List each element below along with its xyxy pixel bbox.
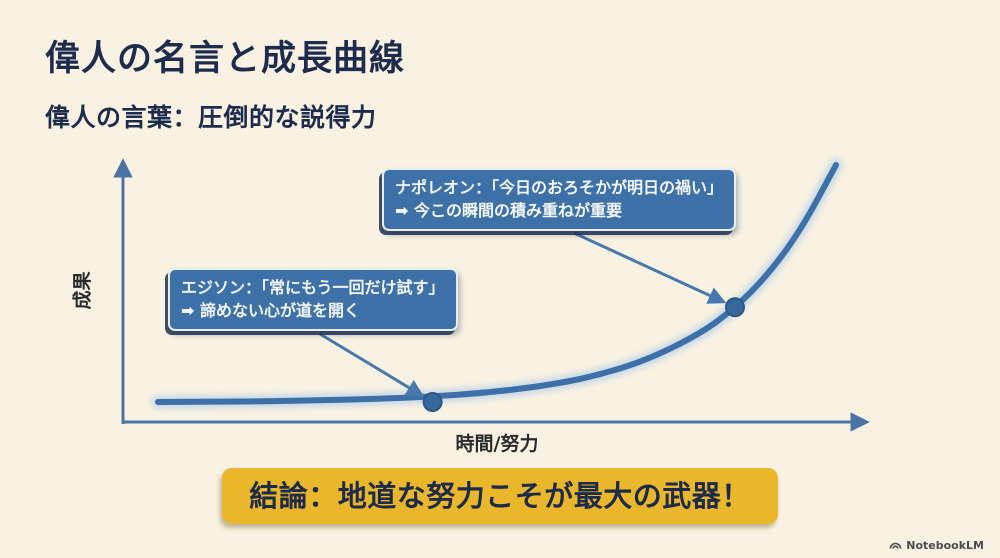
callout-napoleon: ナポレオン：「今日のおろそかが明日の禍い」 ➡ 今この瞬間の積み重ねが重要 [382,168,737,232]
slide-title: 偉人の名言と成長曲線 [45,39,406,79]
callout-edison: エジソン：「常にもう一回だけ試す」 ➡ 諦めない心が道を開く [168,268,458,332]
notebooklm-icon [889,542,902,549]
growth-curve [155,162,839,405]
slide-subtitle: 偉人の言葉：圧倒的な説得力 [45,103,377,132]
data-point-edison [422,392,443,412]
y-axis-label: 成果 [71,271,94,310]
data-point-napoleon [725,297,745,318]
callout-napoleon-point: ➡ 今この瞬間の積み重ねが重要 [395,201,622,221]
callout-edison-point: ➡ 諦めない心が道を開く [181,301,360,321]
callout-edison-quote: エジソン：「常にもう一回だけ試す」 [181,278,445,297]
callout-arrow-napoleon [573,231,727,304]
watermark-label: NotebookLM [906,539,984,552]
callout-arrow-edison [319,332,425,397]
notebooklm-watermark: NotebookLM [889,539,984,552]
conclusion-banner: 結論：地道な努力こそが最大の武器！ [222,468,778,524]
callout-napoleon-quote: ナポレオン：「今日のおろそかが明日の禍い」 [395,178,724,197]
x-axis-label: 時間/努力 [455,433,539,455]
